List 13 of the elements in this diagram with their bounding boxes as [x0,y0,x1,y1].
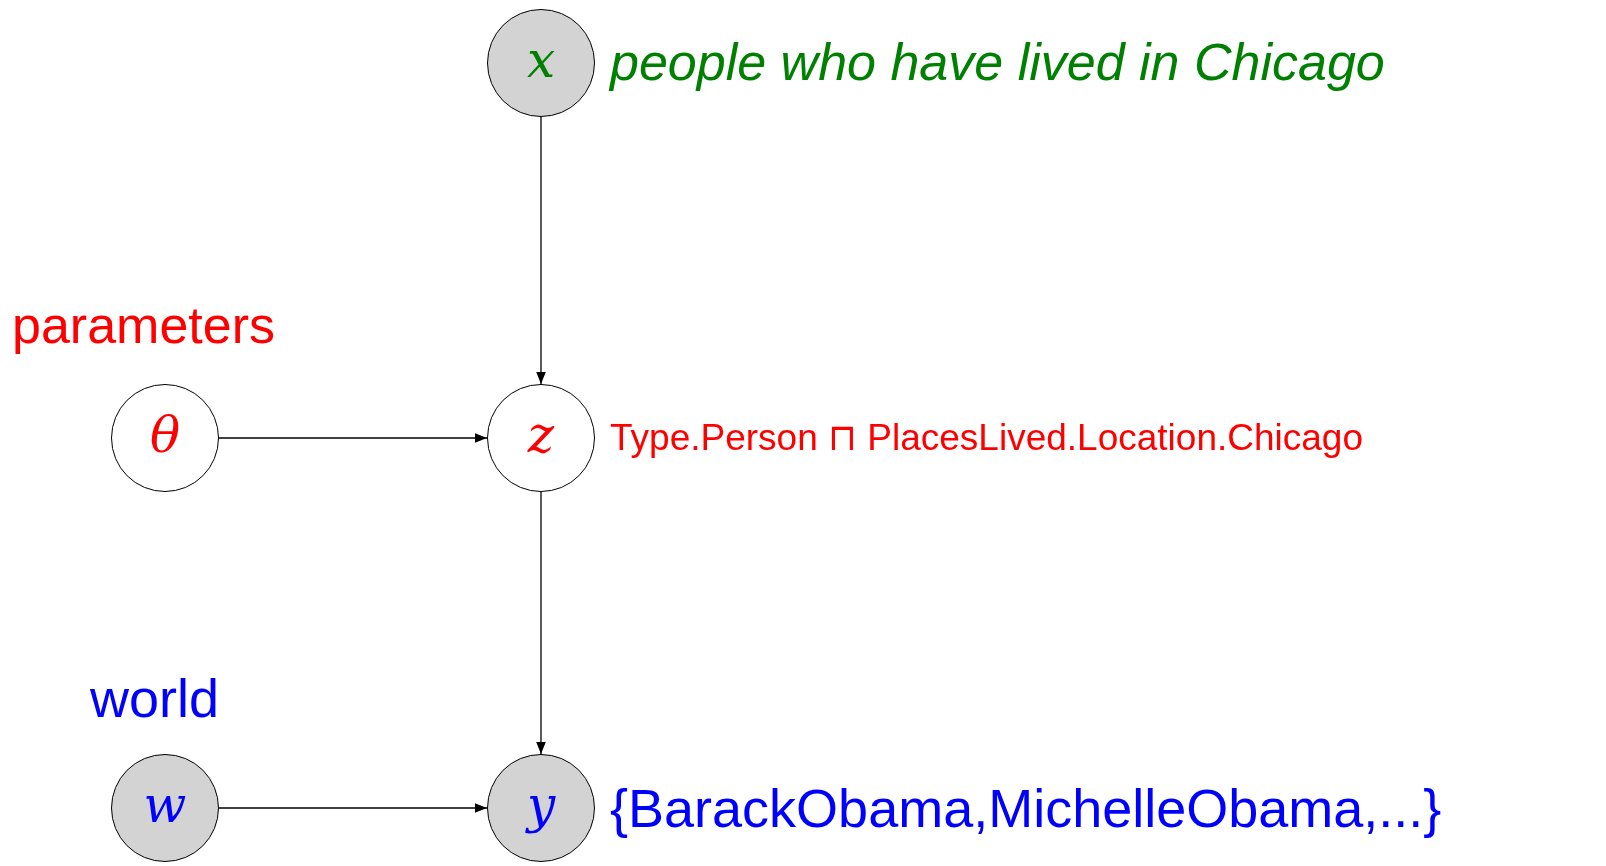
arrow [536,116,546,385]
node-annotation: parameters [12,296,275,356]
arrow [218,433,488,443]
node-annotation: {BarackObama,MichelleObama,...} [610,776,1442,840]
variable-symbol: θ [149,410,181,460]
arrow [536,491,546,755]
variable-symbol: x [526,35,556,85]
node-annotation: Type.Person ⊓ PlacesLived.Location.Chicago [610,416,1363,460]
node-annotation: people who have lived in Chicago [610,33,1385,93]
variable-symbol: w [143,780,187,830]
variable-symbol: z [527,410,555,460]
node-annotation: world [90,666,220,730]
arrow [218,803,488,813]
